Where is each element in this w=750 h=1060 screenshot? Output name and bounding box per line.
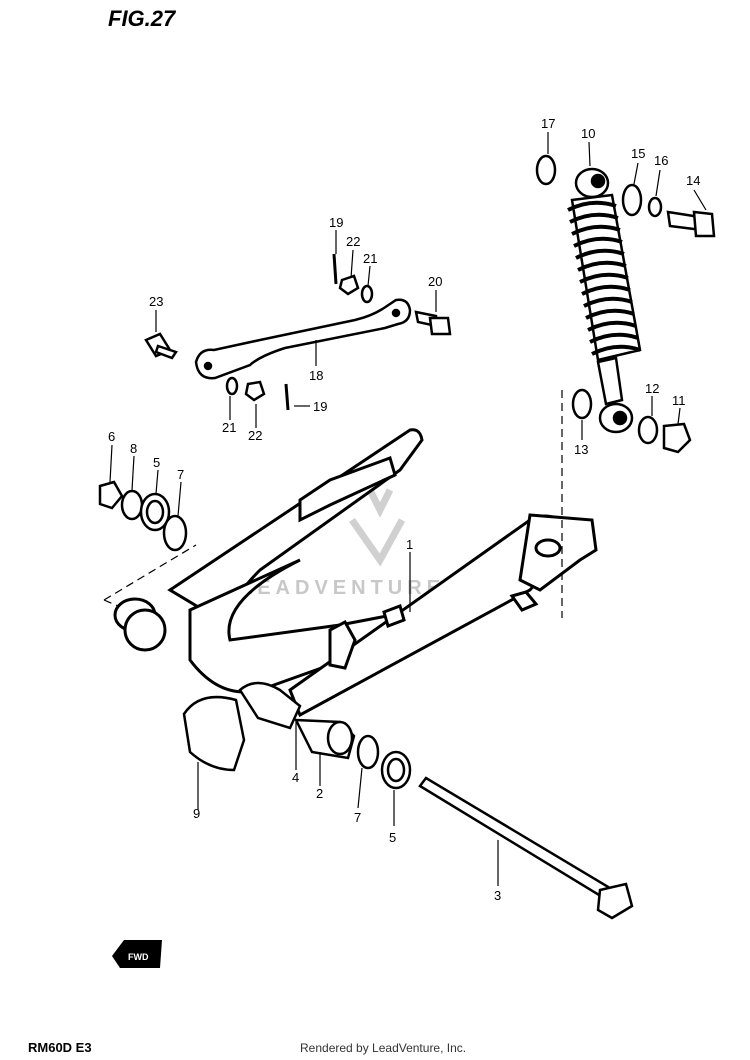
collar-8 — [120, 489, 144, 521]
cotter-pin-19a — [332, 253, 338, 285]
callout-3: 3 — [494, 888, 501, 903]
bolt-23 — [144, 332, 178, 360]
link-hardware — [144, 253, 452, 411]
reference-dashed-lines — [103, 390, 563, 618]
washer-12 — [637, 415, 659, 445]
figure-title: FIG.27 — [108, 6, 176, 31]
nut-11 — [662, 422, 692, 454]
watermark-text: LEADVENTURE — [240, 577, 446, 599]
washer-21a — [360, 284, 374, 304]
callout-9: 9 — [193, 806, 200, 821]
callout-19a: 19 — [329, 215, 343, 230]
callout-14: 14 — [686, 173, 700, 188]
bearing-5a — [139, 492, 171, 532]
callout-7a: 7 — [177, 467, 184, 482]
bushing-4 — [238, 681, 302, 730]
nut-6 — [98, 480, 124, 510]
watermark-logo — [349, 488, 406, 567]
bolt-14 — [666, 210, 716, 238]
rear-shock-absorber — [567, 167, 642, 434]
collar-16 — [647, 196, 663, 218]
callout-10: 10 — [581, 126, 595, 141]
nut-22a — [338, 274, 360, 296]
chain-guard-9 — [182, 695, 246, 772]
washer-7a — [162, 514, 188, 552]
callout-7b: 7 — [354, 810, 361, 825]
washer-21b — [225, 376, 239, 396]
washer-13 — [571, 388, 593, 420]
nut-22b — [244, 380, 266, 402]
callout-11: 11 — [672, 393, 686, 408]
callout-5b: 5 — [389, 830, 396, 845]
callout-17: 17 — [541, 116, 555, 131]
callout-2: 2 — [316, 786, 323, 801]
callout-22b: 22 — [248, 428, 262, 443]
shock-hardware — [535, 154, 716, 454]
callout-20: 20 — [428, 274, 442, 289]
washer-15 — [621, 183, 643, 217]
callout-16: 16 — [654, 153, 668, 168]
callout-8: 8 — [130, 441, 137, 456]
cotter-pin-19b — [284, 383, 290, 411]
callout-1: 1 — [406, 537, 413, 552]
model-code: RM60D E3 — [28, 1040, 92, 1055]
spacer-2 — [293, 718, 356, 760]
fwd-label: FWD — [128, 952, 149, 962]
leader-lines — [109, 132, 707, 886]
bearing-5b — [380, 750, 412, 790]
callout-18: 18 — [309, 368, 323, 383]
callout-21a: 21 — [363, 251, 377, 266]
left-pivot-parts — [98, 480, 188, 552]
callout-23: 23 — [149, 294, 163, 309]
callout-22a: 22 — [346, 234, 360, 249]
callout-5a: 5 — [153, 455, 160, 470]
callout-6: 6 — [108, 429, 115, 444]
callout-13: 13 — [574, 442, 588, 457]
callout-19b: 19 — [313, 399, 327, 414]
callout-15: 15 — [631, 146, 645, 161]
pivot-parts — [182, 681, 634, 920]
washer-7b — [356, 734, 380, 770]
callout-labels: 17 10 15 16 14 19 22 21 20 23 18 21 22 1… — [108, 116, 700, 903]
callout-4: 4 — [292, 770, 299, 785]
callout-12: 12 — [645, 381, 659, 396]
forward-arrow-icon: FWD — [112, 940, 162, 968]
swing-arm-1 — [113, 428, 598, 718]
render-credit: Rendered by LeadVenture, Inc. — [300, 1041, 467, 1055]
bolt-20 — [414, 310, 452, 336]
pivot-shaft-3 — [418, 776, 634, 920]
washer-17 — [535, 154, 557, 186]
torque-link-18 — [194, 298, 412, 380]
callout-21b: 21 — [222, 420, 236, 435]
